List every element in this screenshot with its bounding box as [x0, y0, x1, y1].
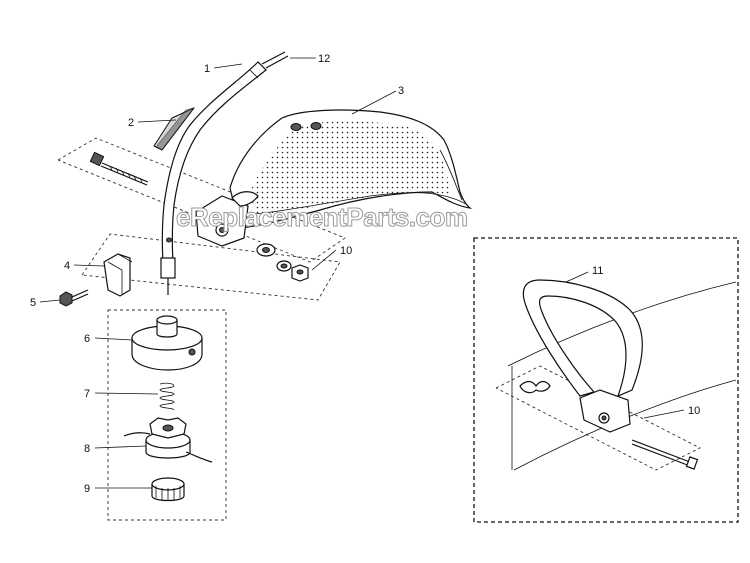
- callout-10-right: 10: [688, 405, 700, 417]
- callout-2: 2: [128, 117, 134, 129]
- assembly-plane-mount: [81, 233, 341, 301]
- loop-handle-part-11: [522, 279, 643, 398]
- watermark-text: eReplacementParts.com: [176, 202, 468, 232]
- callout-12: 12: [318, 53, 330, 65]
- handle-bolt-inset: [631, 439, 699, 470]
- spring-part-7: [159, 382, 175, 411]
- callout-6: 6: [84, 333, 90, 345]
- callout-11: 11: [592, 265, 603, 277]
- sleeve-part-2: [153, 107, 196, 151]
- drive-cable-part-12: [261, 51, 289, 69]
- callout-3: 3: [398, 85, 404, 97]
- handle-plane-inset: [495, 365, 701, 471]
- handle-inset-box: [473, 237, 739, 523]
- wing-nut-inset: [519, 380, 551, 394]
- head-housing-part-6: [131, 315, 203, 371]
- callout-8: 8: [84, 443, 90, 455]
- shaft-tube-part-1: [160, 61, 267, 295]
- handle-clamp-inset: [579, 389, 631, 433]
- mount-bracket-part-4: [103, 253, 133, 297]
- callout-5: 5: [30, 297, 36, 309]
- long-bolt: [89, 151, 149, 186]
- callout-10-left: 10: [340, 245, 352, 257]
- spool-part-8: [123, 417, 213, 463]
- bump-knob-part-9: [151, 477, 185, 502]
- small-bolt-part-5: [59, 289, 89, 307]
- callout-9: 9: [84, 483, 90, 495]
- leader-lines: [39, 57, 685, 489]
- guard-part-3: [229, 109, 473, 229]
- callout-4: 4: [64, 260, 70, 272]
- callout-7: 7: [84, 388, 90, 400]
- washer-and-nut-part-10: [256, 243, 309, 282]
- guard-clamp-bracket: [195, 191, 259, 247]
- trimmer-head-box: [107, 309, 227, 521]
- callout-1: 1: [204, 63, 210, 75]
